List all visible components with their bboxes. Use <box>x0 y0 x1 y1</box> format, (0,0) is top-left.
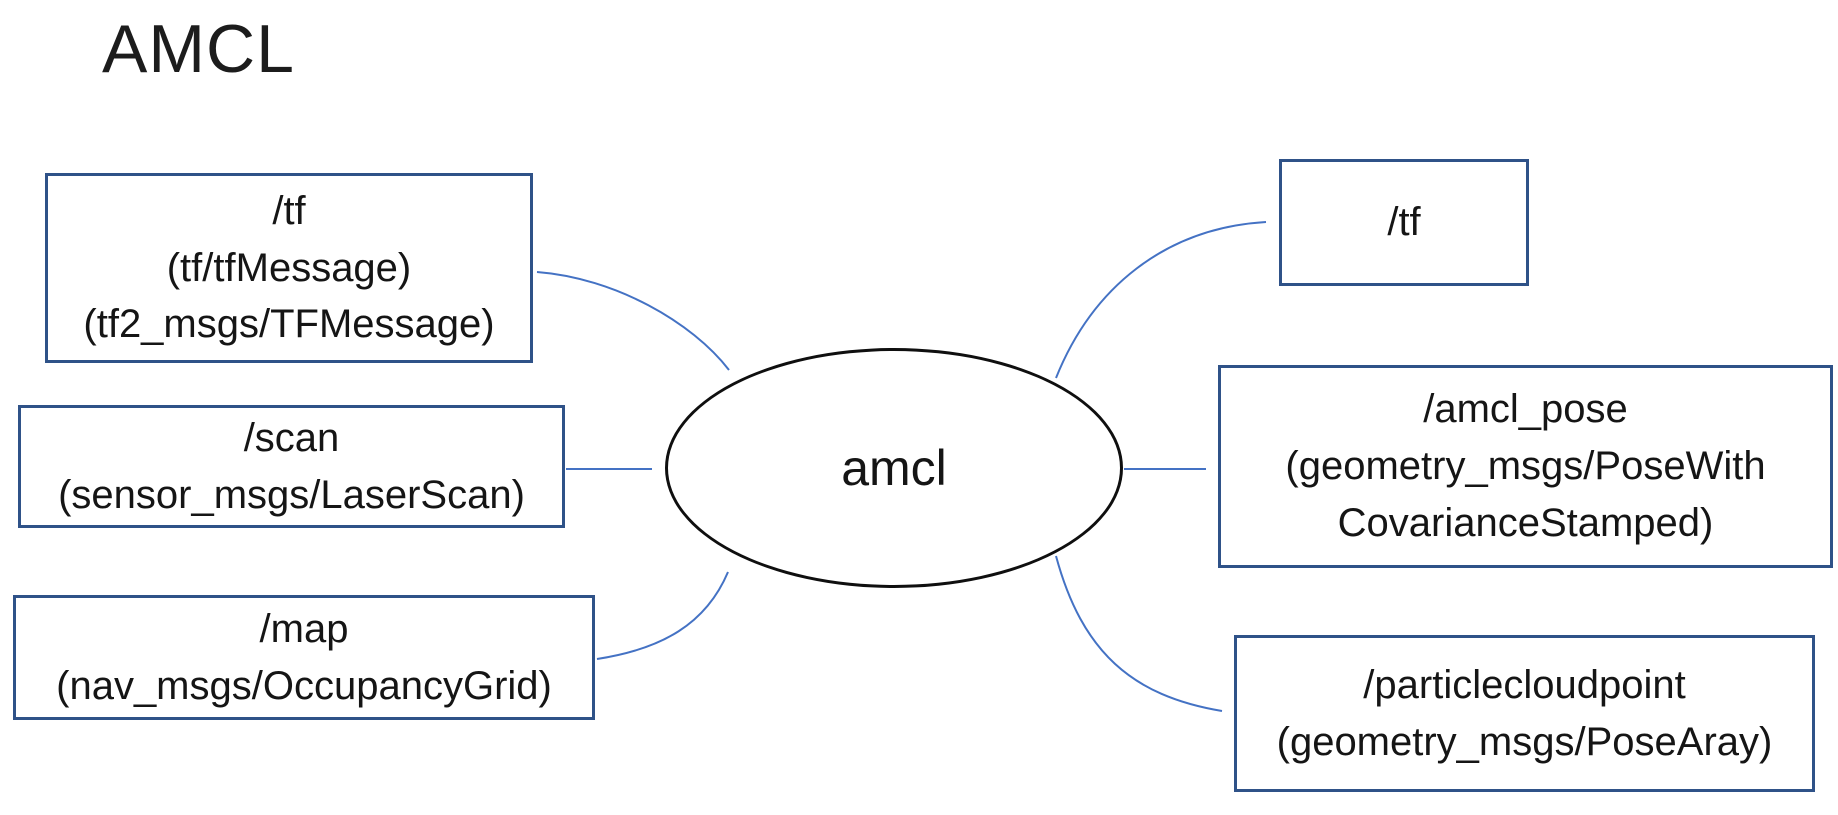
topic-type: (geometry_msgs/PoseAray) <box>1276 719 1773 764</box>
topic-name: /tf <box>272 188 306 233</box>
amcl-node-ellipse: amcl <box>665 348 1123 588</box>
node-label: amcl <box>841 440 947 496</box>
topic-name: /particlecloudpoint <box>1363 662 1686 707</box>
topic-name: /scan <box>243 415 340 460</box>
topic-name: /tf <box>1387 200 1421 245</box>
topic-type: CovarianceStamped) <box>1337 500 1714 545</box>
diagram-title: AMCL <box>102 11 295 87</box>
topic-type: (sensor_msgs/LaserScan) <box>58 472 525 517</box>
topic-name: /amcl_pose <box>1423 387 1628 432</box>
output-box-particlecloudpoint: /particlecloudpoint (geometry_msgs/PoseA… <box>1234 635 1815 792</box>
input-box-tf: /tf (tf/tfMessage) (tf2_msgs/TFMessage) <box>45 173 533 363</box>
topic-type: (tf2_msgs/TFMessage) <box>83 302 495 347</box>
output-box-amcl-pose: /amcl_pose (geometry_msgs/PoseWith Covar… <box>1218 365 1833 568</box>
input-box-scan: /scan (sensor_msgs/LaserScan) <box>18 405 565 528</box>
arrow-map-to-amcl <box>596 571 729 660</box>
input-box-map: /map (nav_msgs/OccupancyGrid) <box>13 595 595 720</box>
topic-type: (tf/tfMessage) <box>166 245 412 290</box>
topic-type: (nav_msgs/OccupancyGrid) <box>56 663 552 708</box>
arrow-amcl-to-tf-out <box>1055 221 1267 379</box>
arrow-amcl-to-particlecloudpoint <box>1055 555 1223 712</box>
arrow-tf-in-to-amcl <box>536 271 730 371</box>
topic-name: /map <box>259 606 349 651</box>
topic-type: (geometry_msgs/PoseWith <box>1285 444 1766 489</box>
output-box-tf: /tf <box>1279 159 1529 286</box>
